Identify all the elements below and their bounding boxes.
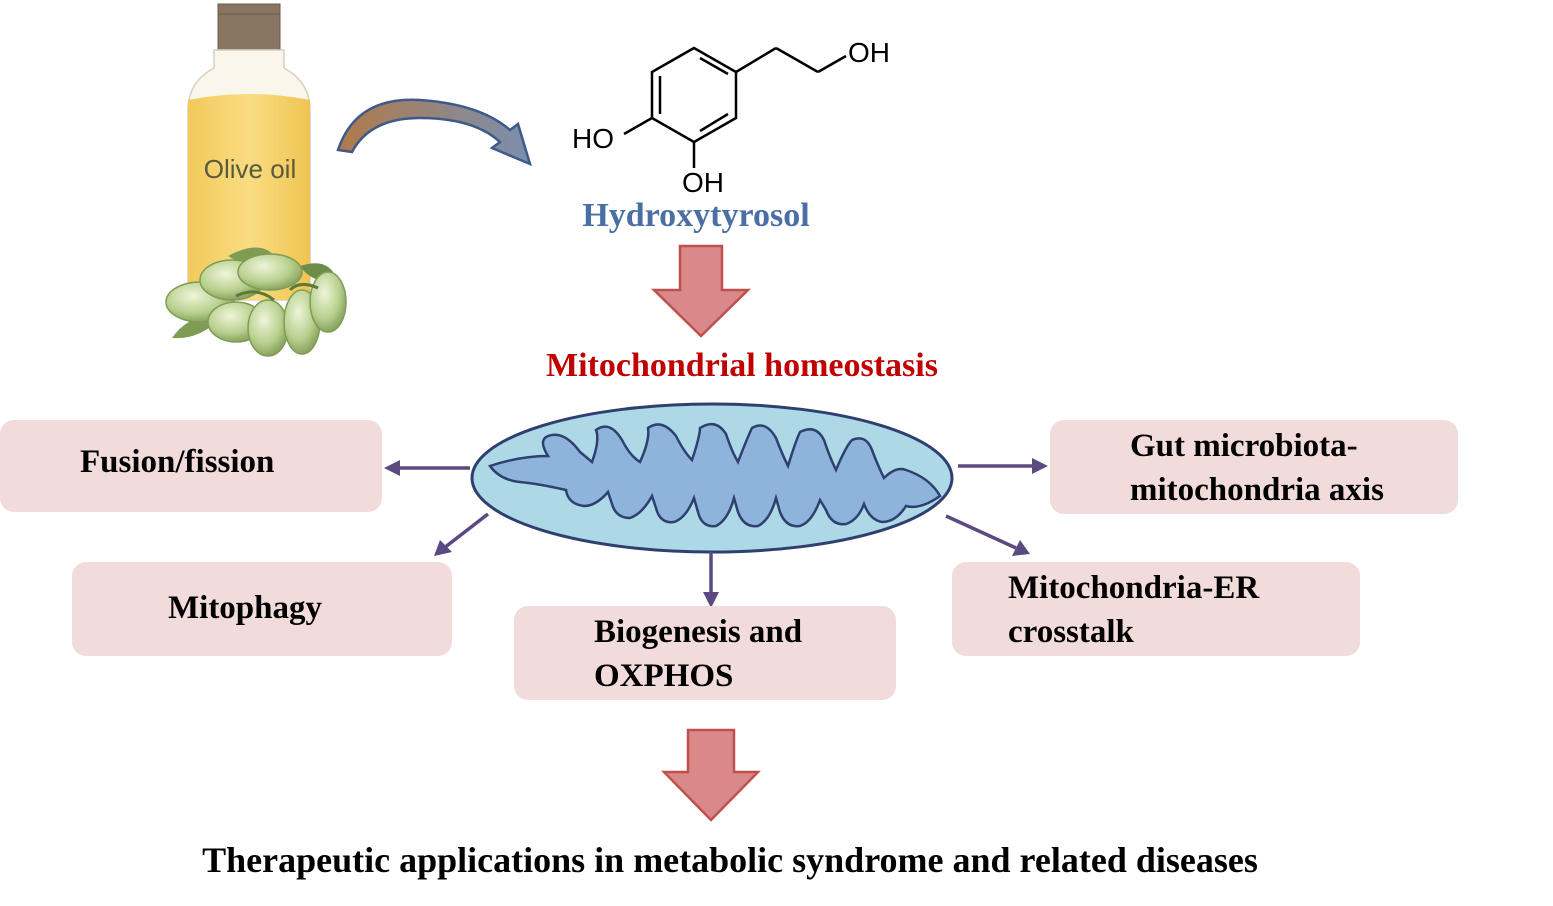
gut-microbiota-line2: mitochondria axis — [1130, 472, 1384, 508]
box-mitochondria-er: Mitochondria-ER crosstalk — [952, 562, 1360, 656]
box-biogenesis-oxphos: Biogenesis and OXPHOS — [514, 606, 896, 700]
box-fusion-fission: Fusion/fission — [0, 420, 382, 512]
box-mitophagy: Mitophagy — [72, 562, 452, 656]
mitochondria-er-line1: Mitochondria-ER — [1008, 570, 1260, 606]
mitochondrion-icon — [470, 402, 954, 554]
olives-icon — [165, 247, 347, 357]
box-gut-microbiota: Gut microbiota- mitochondria axis — [1050, 420, 1458, 514]
ho-left-label: HO — [572, 123, 614, 154]
connector-arrows — [384, 458, 1048, 608]
curved-arrow — [336, 98, 532, 167]
mitochondria-er-line2: crosstalk — [1008, 614, 1134, 650]
oh-bottom-label: OH — [682, 167, 724, 198]
biogenesis-line1: Biogenesis and — [594, 614, 803, 650]
down-arrow-1 — [650, 244, 752, 338]
bottle-label: Olive oil — [204, 154, 296, 184]
fusion-fission-label: Fusion/fission — [80, 444, 275, 480]
down-arrow-2 — [661, 728, 761, 822]
compound-name: Hydroxytyrosol — [582, 197, 809, 234]
center-title: Mitochondrial homeostasis — [546, 347, 938, 384]
hydroxytyrosol-structure — [623, 46, 847, 168]
olive-oil-bottle-icon: Olive oil — [187, 3, 311, 301]
biogenesis-line2: OXPHOS — [594, 658, 734, 694]
conclusion-text: Therapeutic applications in metabolic sy… — [202, 840, 1258, 880]
mitophagy-label: Mitophagy — [168, 590, 323, 626]
oh-top-label: OH — [848, 37, 890, 68]
gut-microbiota-line1: Gut microbiota- — [1130, 428, 1358, 464]
